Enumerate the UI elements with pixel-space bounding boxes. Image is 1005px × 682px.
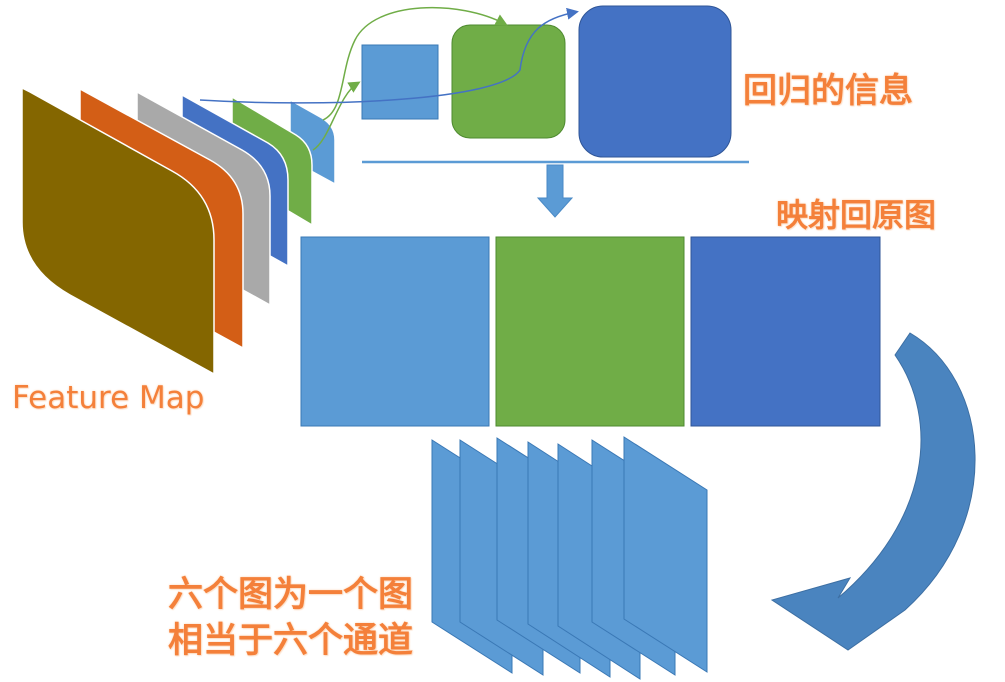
six-maps-label-line1: 六个图为一个图 — [168, 575, 414, 615]
regression-box-small — [361, 44, 439, 120]
down-arrow-icon — [536, 164, 574, 218]
regression-info-label: 回归的信息 — [743, 71, 913, 111]
connector-arrow-green-top — [322, 6, 508, 121]
connector-arrow-blue — [199, 7, 579, 104]
six-maps-label-line2: 相当于六个通道 — [168, 621, 414, 661]
map-back-label: 映射回原图 — [776, 196, 937, 234]
connector-arrow-green-bottom — [312, 81, 361, 151]
feature-map-label: Feature Map — [12, 380, 205, 416]
feature-layer-brown — [21, 86, 215, 376]
mapped-square-green — [495, 236, 685, 427]
regression-box-large — [578, 5, 732, 158]
feature-map-stack — [21, 86, 336, 376]
mapped-square-darkblue — [690, 236, 881, 427]
regression-box-medium — [451, 24, 566, 139]
curved-arrow-icon — [770, 332, 976, 651]
six-channel-stack — [431, 436, 708, 680]
mapped-square-lightblue — [300, 236, 490, 427]
channel-sheet — [623, 436, 708, 673]
